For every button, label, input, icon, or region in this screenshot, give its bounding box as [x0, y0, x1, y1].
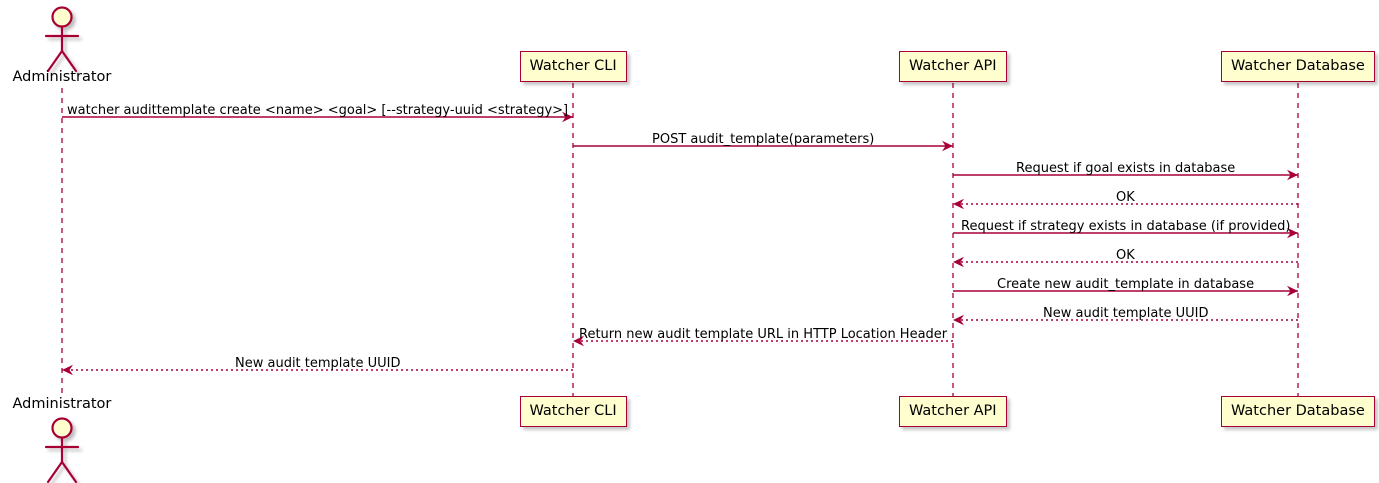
message-arrow-9	[62, 364, 573, 376]
message-arrow-1	[573, 140, 953, 152]
actor-figures-group	[44, 6, 80, 483]
message-arrow-6	[953, 285, 1298, 297]
message-arrow-7	[953, 314, 1298, 326]
participant-box-watcher-api-top[interactable]: Watcher API	[899, 51, 1007, 82]
actor-label-administrator-top: Administrator	[12, 69, 112, 85]
participant-box-watcher-api-bottom[interactable]: Watcher API	[899, 396, 1007, 427]
message-label-5: OK	[1116, 248, 1135, 263]
message-label-7: New audit template UUID	[1043, 306, 1209, 321]
message-label-0: watcher audittemplate create <name> <goa…	[67, 103, 569, 118]
participant-box-watcher-db-bottom[interactable]: Watcher Database	[1221, 396, 1375, 427]
lifelines-group	[61, 83, 1299, 396]
message-label-8: Return new audit template URL in HTTP Lo…	[579, 327, 948, 342]
actor-figure	[44, 6, 80, 73]
message-arrow-3	[953, 198, 1298, 210]
actor-figure	[44, 417, 80, 483]
message-arrow-0	[62, 111, 573, 123]
message-arrow-4	[953, 227, 1298, 239]
message-arrow-2	[953, 169, 1298, 181]
message-label-4: Request if strategy exists in database (…	[961, 219, 1291, 234]
participant-box-watcher-cli-bottom[interactable]: Watcher CLI	[519, 396, 627, 427]
participant-box-watcher-cli-top[interactable]: Watcher CLI	[519, 51, 627, 82]
message-arrow-8	[573, 335, 953, 347]
message-label-2: Request if goal exists in database	[1016, 161, 1236, 176]
message-label-1: POST audit_template(parameters)	[652, 132, 875, 147]
message-label-3: OK	[1116, 190, 1135, 205]
message-label-6: Create new audit_template in database	[997, 277, 1255, 292]
participant-box-watcher-db-top[interactable]: Watcher Database	[1221, 51, 1375, 82]
message-arrows-group	[62, 111, 1298, 376]
message-arrow-5	[953, 256, 1298, 268]
actor-label-administrator-bottom: Administrator	[12, 396, 112, 412]
message-label-9: New audit template UUID	[235, 356, 401, 371]
